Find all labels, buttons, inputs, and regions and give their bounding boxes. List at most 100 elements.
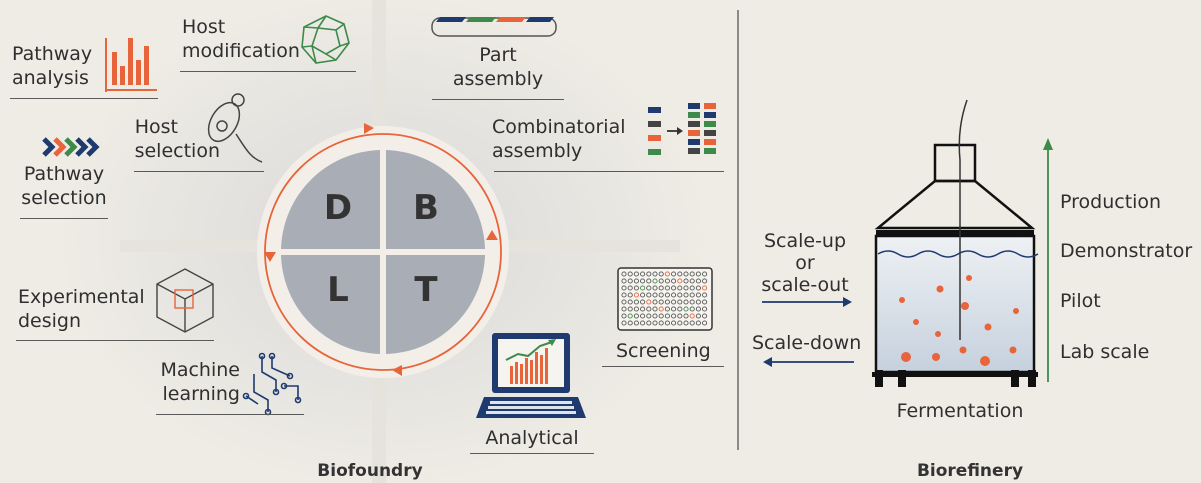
well <box>695 292 701 298</box>
well <box>640 306 646 312</box>
well <box>683 320 689 326</box>
well <box>664 278 670 284</box>
well <box>633 292 639 298</box>
well <box>627 271 633 277</box>
quadrant-b-label: B <box>413 188 439 228</box>
cycle-arrowhead-top <box>364 123 374 134</box>
well <box>671 278 677 284</box>
well <box>702 278 708 284</box>
stage-pilot: Pilot <box>1060 290 1101 312</box>
well <box>695 306 701 312</box>
well <box>640 285 646 291</box>
label-analytical: Analytical <box>485 427 579 449</box>
rule-part-assembly <box>432 99 564 100</box>
well <box>640 299 646 305</box>
well <box>677 313 683 319</box>
well <box>658 320 664 326</box>
well <box>652 271 658 277</box>
well <box>702 306 708 312</box>
well <box>633 299 639 305</box>
rule-host-selection <box>134 171 264 172</box>
well <box>677 306 683 312</box>
well <box>689 299 695 305</box>
well <box>702 271 708 277</box>
well <box>671 271 677 277</box>
well <box>633 313 639 319</box>
well <box>671 306 677 312</box>
well <box>621 271 627 277</box>
scale-up-arrowhead <box>843 297 852 307</box>
well <box>621 320 627 326</box>
well <box>702 285 708 291</box>
label-machine-learning-line2: learning <box>162 383 240 405</box>
label-host-selection-line2: selection <box>134 140 220 162</box>
well <box>621 285 627 291</box>
well <box>689 285 695 291</box>
rule-pathway-analysis <box>10 98 158 99</box>
well <box>627 313 633 319</box>
well <box>664 313 670 319</box>
quadrant-b <box>386 150 485 249</box>
stage-lab-scale: Lab scale <box>1060 341 1150 363</box>
well <box>683 306 689 312</box>
well <box>683 299 689 305</box>
well <box>689 292 695 298</box>
well <box>633 278 639 284</box>
bioreactor-icon <box>872 99 1039 387</box>
label-combinatorial-assembly: Combinatorial assembly <box>492 115 626 163</box>
label-pathway-selection-line1: Pathway <box>23 163 105 185</box>
well <box>695 313 701 319</box>
well <box>689 313 695 319</box>
well <box>702 292 708 298</box>
label-host-modification-line1: Host <box>182 16 226 38</box>
well <box>658 306 664 312</box>
label-experimental-design-line1: Experimental <box>18 286 145 308</box>
label-pathway-selection-line2: selection <box>21 187 107 209</box>
well <box>689 306 695 312</box>
laptop-chart-icon <box>476 333 586 418</box>
well <box>646 285 652 291</box>
protein-cage-icon <box>301 15 350 64</box>
well <box>677 278 683 284</box>
rule-combinatorial-assembly <box>494 171 724 172</box>
well <box>677 320 683 326</box>
well <box>658 292 664 298</box>
well <box>627 320 633 326</box>
cycle-arrowhead-right <box>486 230 498 240</box>
quadrant-d <box>281 150 380 249</box>
well <box>658 313 664 319</box>
well <box>633 285 639 291</box>
label-scale-up: Scale-up or scale-out <box>752 230 858 296</box>
label-scale-up-line1: Scale-up <box>763 230 847 252</box>
label-part-assembly-line2: assembly <box>452 68 544 90</box>
well <box>683 271 689 277</box>
well <box>646 271 652 277</box>
well <box>627 299 633 305</box>
stage-production: Production <box>1060 191 1162 213</box>
well <box>689 271 695 277</box>
well <box>652 278 658 284</box>
well <box>658 285 664 291</box>
well <box>640 271 646 277</box>
quadrant-l <box>281 255 380 354</box>
circuit-brain-icon <box>242 352 302 416</box>
well <box>671 313 677 319</box>
well <box>646 313 652 319</box>
well <box>677 292 683 298</box>
scale-down-arrowhead <box>763 357 772 367</box>
well <box>677 285 683 291</box>
well <box>621 313 627 319</box>
label-machine-learning: Machine learning <box>150 358 240 406</box>
well <box>664 292 670 298</box>
well <box>695 320 701 326</box>
label-host-modification-line2: modification <box>182 40 300 62</box>
well <box>683 278 689 284</box>
well <box>702 320 708 326</box>
label-host-selection-line1: Host <box>134 116 178 138</box>
well <box>702 299 708 305</box>
label-host-modification: Host modification <box>182 15 300 63</box>
well <box>658 278 664 284</box>
well <box>627 306 633 312</box>
quadrant-d-label: D <box>324 188 352 228</box>
well <box>683 285 689 291</box>
